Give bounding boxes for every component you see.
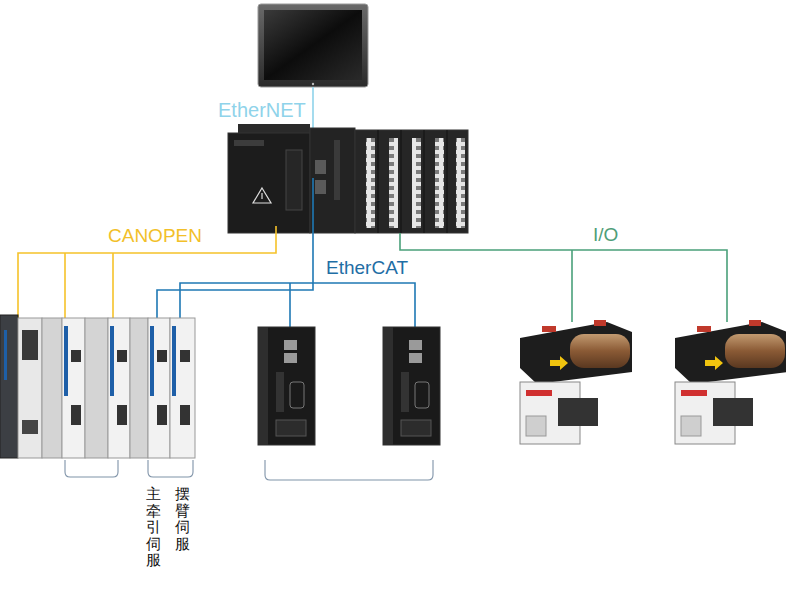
device-caption: 主牵引伺服 [146, 486, 161, 569]
servo-drive-rack-part [180, 405, 190, 425]
ethercat-servo-drive-part [290, 382, 304, 408]
group-bracket-part [148, 460, 193, 477]
ethercat-servo-drive-part [409, 340, 422, 350]
network-label: EtherCAT [326, 257, 408, 279]
network-label: EtherNET [218, 99, 306, 122]
ribbon-coder-part [558, 398, 598, 426]
plc-controller-part [412, 138, 421, 228]
canopen-wire [18, 226, 276, 330]
ribbon-coder-part [675, 320, 786, 444]
ethercat-servo-drive-part [258, 327, 268, 445]
plc-controller-part [389, 138, 398, 228]
servo-drive-rack-part [148, 318, 170, 458]
ribbon-coder-part [570, 334, 630, 368]
servo-drive-rack-part [157, 350, 167, 362]
servo-drive-rack-part [71, 405, 81, 425]
ribbon-coder [520, 320, 632, 444]
servo-drive-rack-part [22, 420, 38, 434]
io-wire-part [571, 250, 573, 322]
servo-drive-rack-part [130, 318, 148, 458]
servo-drive-rack-part [85, 318, 108, 458]
group-bracket-part [65, 460, 118, 477]
servo-drive-rack [0, 315, 195, 458]
plc-controller-part [366, 138, 375, 228]
plc-controller-part [315, 160, 326, 174]
plc-controller-part [286, 150, 302, 210]
ribbon-coder-part [542, 326, 556, 332]
device-caption: 摆臂伺服 [175, 486, 190, 552]
servo-drive-rack-part [180, 350, 190, 362]
servo-drive-rack-part [172, 326, 176, 396]
ribbon-coder-part [526, 390, 552, 396]
group-bracket-part [265, 460, 433, 480]
plc-controller-part [253, 188, 271, 203]
servo-drive-rack-part [71, 350, 81, 362]
ribbon-coder-part [520, 322, 632, 384]
ethercat-servo-drive-part [276, 372, 284, 412]
servo-drive-rack-part [62, 318, 85, 458]
network-label: I/O [593, 224, 618, 246]
touch-screen-hmi-part [312, 83, 314, 85]
plc-controller-part [424, 130, 425, 233]
plc-controller-part [378, 130, 379, 233]
ribbon-coder-part [526, 416, 546, 436]
servo-drive-rack-part [117, 350, 127, 362]
io-wire-part [400, 233, 727, 322]
touch-screen-hmi-part [264, 10, 362, 80]
canopen-wire-part [18, 226, 276, 318]
ethercat-wire-part [180, 283, 313, 322]
touch-screen-hmi-part [258, 4, 368, 87]
servo-drive-rack-part [117, 405, 127, 425]
servo-drive-rack-part [22, 330, 38, 360]
servo-drive-rack-part [42, 318, 62, 458]
ribbon-coder-part [594, 320, 606, 326]
ethercat-servo-drive-part [415, 382, 429, 408]
ethercat-servo-drive-part [284, 340, 297, 350]
plc-controller [228, 124, 468, 233]
ribbon-coder [675, 320, 786, 444]
servo-drive-rack-part [4, 330, 7, 380]
ethercat-servo-drive-part [276, 420, 306, 436]
ethercat-servo-drive-part [409, 353, 422, 363]
plc-controller-part [456, 138, 465, 228]
ethercat-servo-drive [258, 327, 315, 445]
servo-drive-rack-part [157, 405, 167, 425]
plc-controller-part [228, 133, 310, 233]
group-bracket [65, 460, 433, 480]
plc-controller-part [355, 130, 468, 233]
plc-controller-part [435, 138, 444, 228]
servo-drive-rack-part [18, 318, 42, 458]
ethercat-servo-drive-part [401, 372, 409, 412]
io-wire [400, 233, 727, 322]
servo-drive-rack-part [64, 326, 68, 396]
plc-controller-part [401, 130, 402, 233]
plc-controller-part [447, 130, 448, 233]
servo-drive-rack-part [0, 315, 18, 458]
ethercat-servo-drive-part [258, 327, 315, 445]
ethercat-servo-drive-part [383, 327, 393, 445]
plc-controller-part [310, 128, 355, 233]
servo-drive-rack-part [150, 326, 154, 396]
servo-drive-rack-part [108, 318, 130, 458]
plc-controller-part [261, 193, 262, 199]
ethercat-servo-drive [383, 327, 440, 445]
ethercat-servo-drive-part [401, 420, 431, 436]
ethercat-servo-drive-part [284, 353, 297, 363]
network-label: CANOPEN [108, 225, 202, 247]
ethercat-servo-drive-part [383, 327, 440, 445]
plc-controller-part [315, 180, 326, 194]
servo-drive-rack-part [110, 326, 114, 396]
touch-screen-hmi [258, 4, 368, 87]
servo-drive-rack-part [170, 318, 195, 458]
ribbon-coder-part [550, 356, 568, 370]
plc-controller-part [334, 140, 340, 200]
plc-controller-part [234, 140, 264, 146]
